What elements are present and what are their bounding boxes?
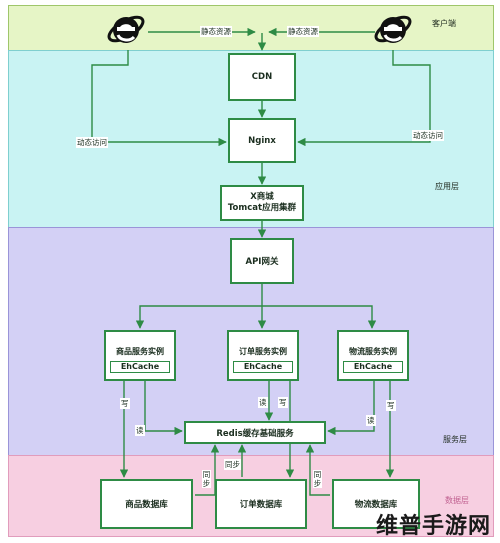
cdn-node-label: CDN <box>251 72 273 82</box>
logistics-instance-title: 物流服务实例 <box>349 347 397 356</box>
dynamic-edge-left <box>91 50 227 147</box>
order-service-instance: 订单服务实例 EhCache <box>227 330 299 381</box>
service-layer-label: 服务层 <box>443 435 467 444</box>
product-read-edge <box>144 381 183 436</box>
order-database-label: 订单数据库 <box>239 500 283 510</box>
data-layer-label: 数据层 <box>445 496 469 505</box>
product-read-label: 读 <box>135 425 145 436</box>
logistics-read-edge <box>327 381 375 436</box>
tomcat-node-line1: X商城 <box>250 192 274 202</box>
redis-cache-label: Redis缓存基础服务 <box>216 428 294 439</box>
dynamic-access-label-left: 动态访问 <box>76 137 108 148</box>
product-instance-title: 商品服务实例 <box>116 347 164 356</box>
product-write-label: 写 <box>120 398 130 409</box>
order-ehcache: EhCache <box>233 361 293 373</box>
logistics-read-label: 读 <box>366 415 376 426</box>
order-sync-label: 同步 <box>224 459 241 470</box>
api-to-logistics-edge <box>262 305 377 329</box>
logistics-database: 物流数据库 <box>332 479 420 529</box>
ie-browser-icon <box>374 15 412 43</box>
logistics-sync-edge <box>305 444 330 496</box>
api-gateway-label: API网关 <box>245 257 279 267</box>
client-layer-label: 客户端 <box>432 19 456 28</box>
dynamic-access-label-right: 动态访问 <box>412 130 444 141</box>
tomcat-node-line2: Tomcat应用集群 <box>227 203 297 213</box>
static-resource-label-right: 静态资源 <box>287 26 319 37</box>
product-sync-label: 同步 <box>202 470 211 488</box>
product-database-label: 商品数据库 <box>125 500 168 510</box>
order-write-label: 写 <box>278 397 288 408</box>
order-database: 订单数据库 <box>215 479 307 529</box>
watermark: 维普手游网 <box>376 514 492 539</box>
logistics-write-label: 写 <box>386 400 396 411</box>
ie-browser-icon <box>107 15 145 43</box>
order-read-label: 读 <box>258 397 268 408</box>
order-instance-title: 订单服务实例 <box>239 347 287 356</box>
application-layer-label: 应用层 <box>435 182 459 191</box>
cdn-node: CDN <box>228 53 296 101</box>
product-ehcache: EhCache <box>110 361 170 373</box>
nginx-node-label: Nginx <box>248 135 276 146</box>
nginx-node: Nginx <box>228 118 296 163</box>
logistics-service-instance: 物流服务实例 EhCache <box>337 330 409 381</box>
static-resource-label-left: 静态资源 <box>200 26 232 37</box>
api-to-product-edge <box>135 305 262 329</box>
dynamic-edge-right <box>297 50 431 147</box>
api-gateway-node: API网关 <box>230 238 294 284</box>
logistics-ehcache: EhCache <box>343 361 403 373</box>
redis-cache-node: Redis缓存基础服务 <box>184 421 326 444</box>
product-service-instance: 商品服务实例 EhCache <box>104 330 176 381</box>
product-database: 商品数据库 <box>100 479 193 529</box>
tomcat-cluster-node: X商城 Tomcat应用集群 <box>220 185 304 221</box>
logistics-database-label: 物流数据库 <box>354 500 398 510</box>
logistics-sync-label: 同步 <box>313 470 322 488</box>
